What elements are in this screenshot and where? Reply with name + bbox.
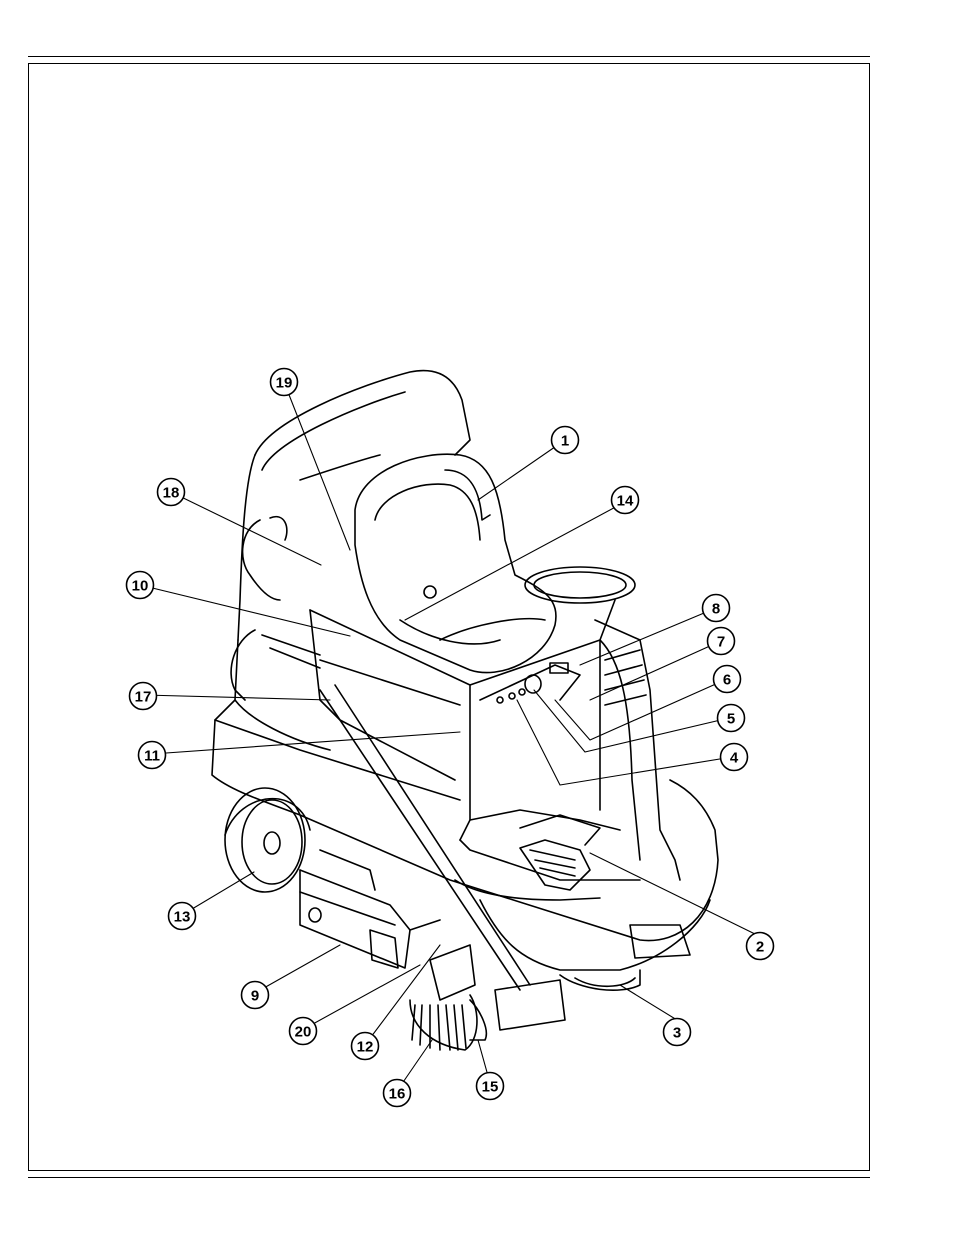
- callout-11: 11: [139, 742, 166, 769]
- callout-19-label: 19: [276, 375, 293, 392]
- rear-shroud: [238, 371, 470, 640]
- control-panel: [480, 663, 580, 703]
- callout-12: 12: [352, 1033, 379, 1060]
- callout-4: 4: [721, 744, 748, 771]
- callout-1: 1: [552, 427, 579, 454]
- callout-9: 9: [242, 982, 269, 1009]
- callout-2: 2: [747, 933, 774, 960]
- callout-16-label: 16: [389, 1086, 406, 1103]
- callout-19: 19: [271, 369, 298, 396]
- callout-9-label: 9: [251, 988, 259, 1005]
- callout-6: 6: [714, 666, 741, 693]
- callout-18-label: 18: [163, 485, 180, 502]
- callout-4-label: 4: [730, 750, 739, 767]
- callout-14-label: 14: [617, 493, 634, 510]
- callout-15-label: 15: [482, 1079, 499, 1096]
- callout-3: 3: [664, 1019, 691, 1046]
- callout-11-label: 11: [144, 748, 160, 765]
- callout-14: 14: [612, 487, 639, 514]
- callout-13: 13: [169, 903, 196, 930]
- callout-20: 20: [290, 1018, 317, 1045]
- callout-8-label: 8: [712, 601, 720, 618]
- foot-pedal: [520, 815, 600, 890]
- callout-2-label: 2: [756, 939, 764, 956]
- callout-15: 15: [477, 1073, 504, 1100]
- callout-8: 8: [703, 595, 730, 622]
- operator-seat: [355, 454, 556, 672]
- main-brush-housing: [560, 970, 640, 990]
- callout-17-label: 17: [135, 689, 152, 706]
- callout-7-label: 7: [717, 634, 725, 651]
- steering-column: [525, 567, 680, 880]
- callout-10: 10: [127, 572, 154, 599]
- callout-17: 17: [130, 683, 157, 710]
- callout-10-label: 10: [132, 578, 149, 595]
- callout-13-label: 13: [174, 909, 191, 926]
- callout-20-label: 20: [295, 1024, 312, 1041]
- callout-7: 7: [708, 628, 735, 655]
- callout-5-label: 5: [727, 711, 735, 728]
- callout-6-label: 6: [723, 672, 731, 689]
- leader-lines: [140, 382, 757, 1091]
- callout-3-label: 3: [673, 1025, 681, 1042]
- vacuum-hose: [231, 517, 530, 990]
- callout-5: 5: [718, 705, 745, 732]
- side-brush: [410, 945, 565, 1050]
- callout-1-label: 1: [561, 433, 569, 450]
- callout-16: 16: [384, 1080, 411, 1107]
- callout-12-label: 12: [357, 1039, 374, 1056]
- hopper: [300, 850, 440, 968]
- callout-18: 18: [158, 479, 185, 506]
